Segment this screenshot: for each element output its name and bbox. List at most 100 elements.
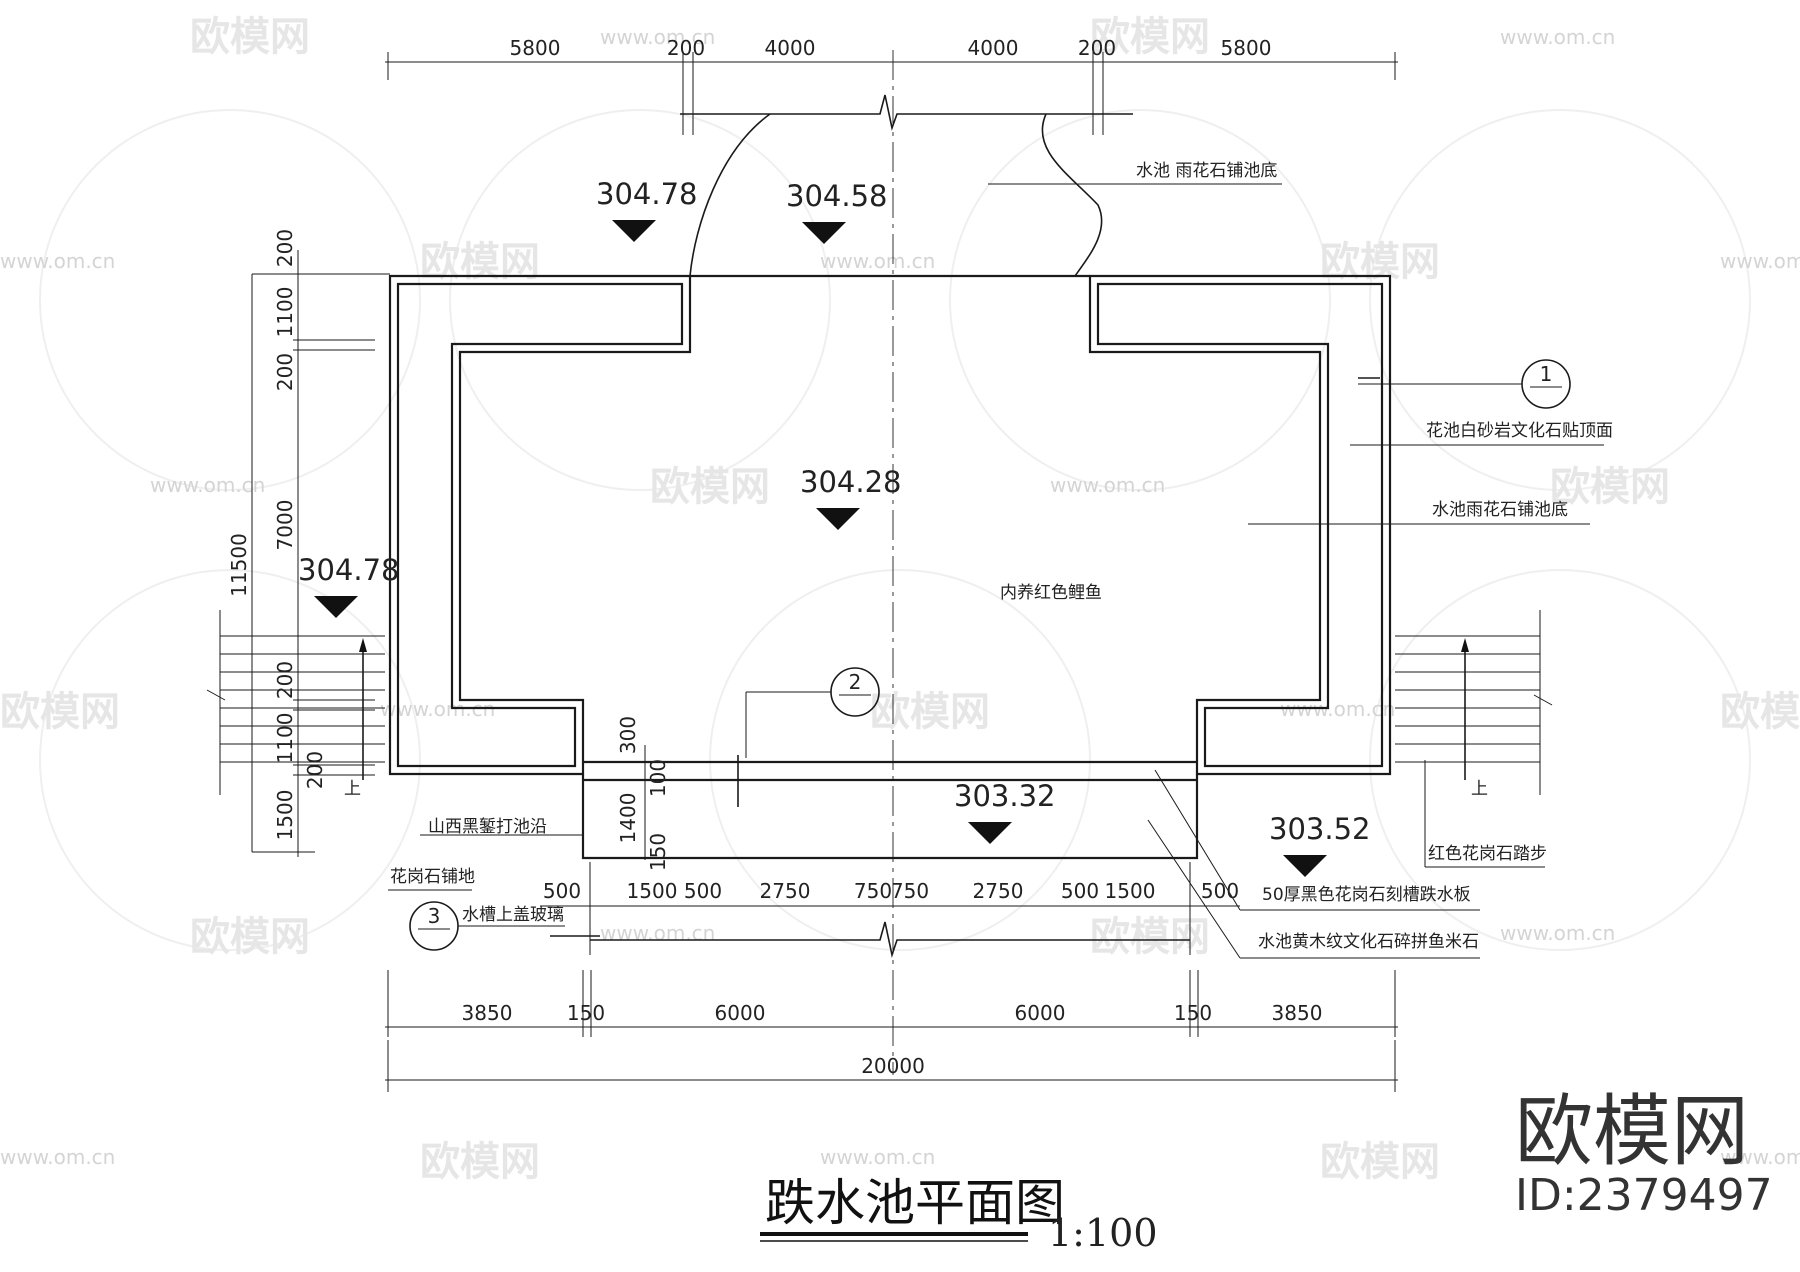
up-label-right: 上 xyxy=(1471,779,1488,799)
watermark-url: www.om.cn xyxy=(1720,1145,1800,1169)
channel-vertical-dims: 300 100 1400 150 xyxy=(616,716,670,871)
watermark-logo: 欧模网 xyxy=(1320,1139,1440,1185)
watermark-url: www.om.cn xyxy=(600,921,715,945)
elevation-triangle xyxy=(968,822,1012,844)
note-glass-cover: 水槽上盖玻璃 xyxy=(462,905,564,925)
elevation-triangle xyxy=(802,222,846,244)
pool-outer-right xyxy=(1088,274,1392,776)
note-steps: 红色花岗石踏步 xyxy=(1428,844,1547,864)
watermark-circle xyxy=(39,569,421,951)
elevation-triangle xyxy=(1283,855,1327,877)
watermark-circle xyxy=(1369,109,1751,491)
elevation-triangle xyxy=(612,220,656,242)
dim-left-2: 1100 xyxy=(273,287,297,338)
stream-edge-right xyxy=(1041,113,1103,277)
watermark-logo: 欧模网 xyxy=(1720,689,1800,735)
leader-line xyxy=(1154,769,1241,911)
watermark-logo: 欧模网 xyxy=(1550,464,1670,510)
watermark-logo: 欧模网 xyxy=(650,464,770,510)
watermark-circle xyxy=(949,109,1331,491)
top-stream xyxy=(680,94,1133,277)
title-block: 跌水池平面图 1:100 xyxy=(760,1174,1158,1255)
left-dimension-chain: 200 1100 200 7000 11500 200 1100 200 150… xyxy=(227,229,390,857)
dim-top-1: 5800 xyxy=(510,36,561,60)
elevation-label: 303.32 xyxy=(954,779,1055,813)
arrow-head xyxy=(359,638,367,652)
watermark-logo: 欧模网 xyxy=(1090,14,1210,60)
dim-left-overall: 11500 xyxy=(227,533,251,597)
dim-left-5: 200 xyxy=(273,661,297,699)
dim-bottom-6: 3850 xyxy=(1272,1001,1323,1025)
watermark-url: www.om.cn xyxy=(150,473,265,497)
arrow-head xyxy=(1461,638,1469,652)
watermark-layer: 欧模网 欧模网 欧模网 欧模网 欧模网 欧模网 欧模网 欧模网 欧模网 欧模网 … xyxy=(0,14,1800,1185)
callout-number-1: 1 xyxy=(1540,362,1553,386)
dim-left-1: 200 xyxy=(273,229,297,267)
watermark-url: www.om.cn xyxy=(1500,921,1615,945)
leader-line xyxy=(1147,819,1241,959)
note-pebble: 水池黄木纹文化石碎拼鱼米石 xyxy=(1258,932,1479,952)
dim-top-4: 4000 xyxy=(968,36,1019,60)
watermark-logo: 欧模网 xyxy=(190,914,310,960)
elevation-label: 303.52 xyxy=(1269,812,1370,846)
dim-bottom-5: 150 xyxy=(1174,1001,1212,1025)
top-dimension-chain: 5800 200 4000 4000 200 5800 xyxy=(385,36,1398,135)
dim-left-8: 1500 xyxy=(273,790,297,841)
elevation-label: 304.78 xyxy=(596,177,697,211)
dim-channel-1: 300 xyxy=(616,716,640,754)
dim-channel-bottom-6: 750 xyxy=(891,879,929,903)
dim-top-6: 5800 xyxy=(1221,36,1272,60)
dim-bottom-4: 6000 xyxy=(1015,1001,1066,1025)
brand-block: 欧模网 ID:2379497 xyxy=(1515,1087,1773,1221)
dim-bottom-1: 3850 xyxy=(462,1001,513,1025)
elevation-markers: 304.78 304.58 304.28 304.78 303.32 303.5… xyxy=(298,177,1370,877)
dim-channel-4: 150 xyxy=(646,833,670,871)
watermark-logo: 欧模网 xyxy=(190,14,310,60)
dim-channel-bottom-7: 2750 xyxy=(973,879,1024,903)
watermark-logo: 欧模网 xyxy=(1320,239,1440,285)
callout-number-3: 3 xyxy=(428,904,441,928)
drawing-title: 跌水池平面图 xyxy=(765,1174,1065,1232)
watermark-logo: 欧模网 xyxy=(420,239,540,285)
elevation-triangle xyxy=(314,596,358,618)
watermark-logo: 欧模网 xyxy=(420,1139,540,1185)
steps-left: 上 xyxy=(206,610,385,799)
dim-channel-bottom-4: 2750 xyxy=(760,879,811,903)
stream-break-line xyxy=(680,94,1133,131)
dim-channel-bottom-8: 500 xyxy=(1061,879,1099,903)
note-weir-plate: 50厚黑色花岗石刻槽跌水板 xyxy=(1262,885,1471,905)
channel-dimension-chain: 500 1500 500 2750 750 750 2750 500 1500 … xyxy=(540,862,1240,959)
planter-right xyxy=(1096,282,1384,768)
pool-outer-left xyxy=(388,274,692,776)
watermark-logo: 欧模网 xyxy=(0,689,120,735)
dim-top-3: 4000 xyxy=(765,36,816,60)
watermark-circle xyxy=(1369,569,1751,951)
break-mark xyxy=(206,689,226,701)
brand-id: ID:2379497 xyxy=(1515,1170,1773,1221)
dim-total: 20000 xyxy=(861,1054,925,1078)
watermark-url: www.om.cn xyxy=(0,249,115,273)
watermark-url: www.om.cn xyxy=(820,1145,935,1169)
dim-left-6: 1100 xyxy=(273,713,297,764)
watermark-url: www.om.cn xyxy=(600,25,715,49)
brand-logo: 欧模网 xyxy=(1515,1087,1749,1177)
dim-channel-bottom-3: 500 xyxy=(684,879,722,903)
drawing-scale: 1:100 xyxy=(1048,1211,1158,1255)
dim-channel-3: 1400 xyxy=(616,793,640,844)
callout-number-2: 2 xyxy=(849,670,862,694)
channel-break-line xyxy=(590,921,1190,959)
dim-left-3: 200 xyxy=(273,353,297,391)
lower-basin xyxy=(581,774,1199,860)
dim-left-7: 200 xyxy=(303,751,327,789)
elevation-label: 304.28 xyxy=(800,465,901,499)
dim-left-4: 7000 xyxy=(273,500,297,551)
watermark-url: www.om.cn xyxy=(1050,473,1165,497)
bottom-dimension-chain: 3850 150 6000 6000 150 3850 20000 xyxy=(385,970,1398,1092)
pool-outline xyxy=(388,274,1392,860)
dim-bottom-3: 6000 xyxy=(715,1001,766,1025)
stream-edge-left xyxy=(689,113,771,277)
watermark-url: www.om.cn xyxy=(820,249,935,273)
dim-channel-bottom-1: 500 xyxy=(543,879,581,903)
note-basin: 山西黑錾打池沿 xyxy=(428,816,547,837)
